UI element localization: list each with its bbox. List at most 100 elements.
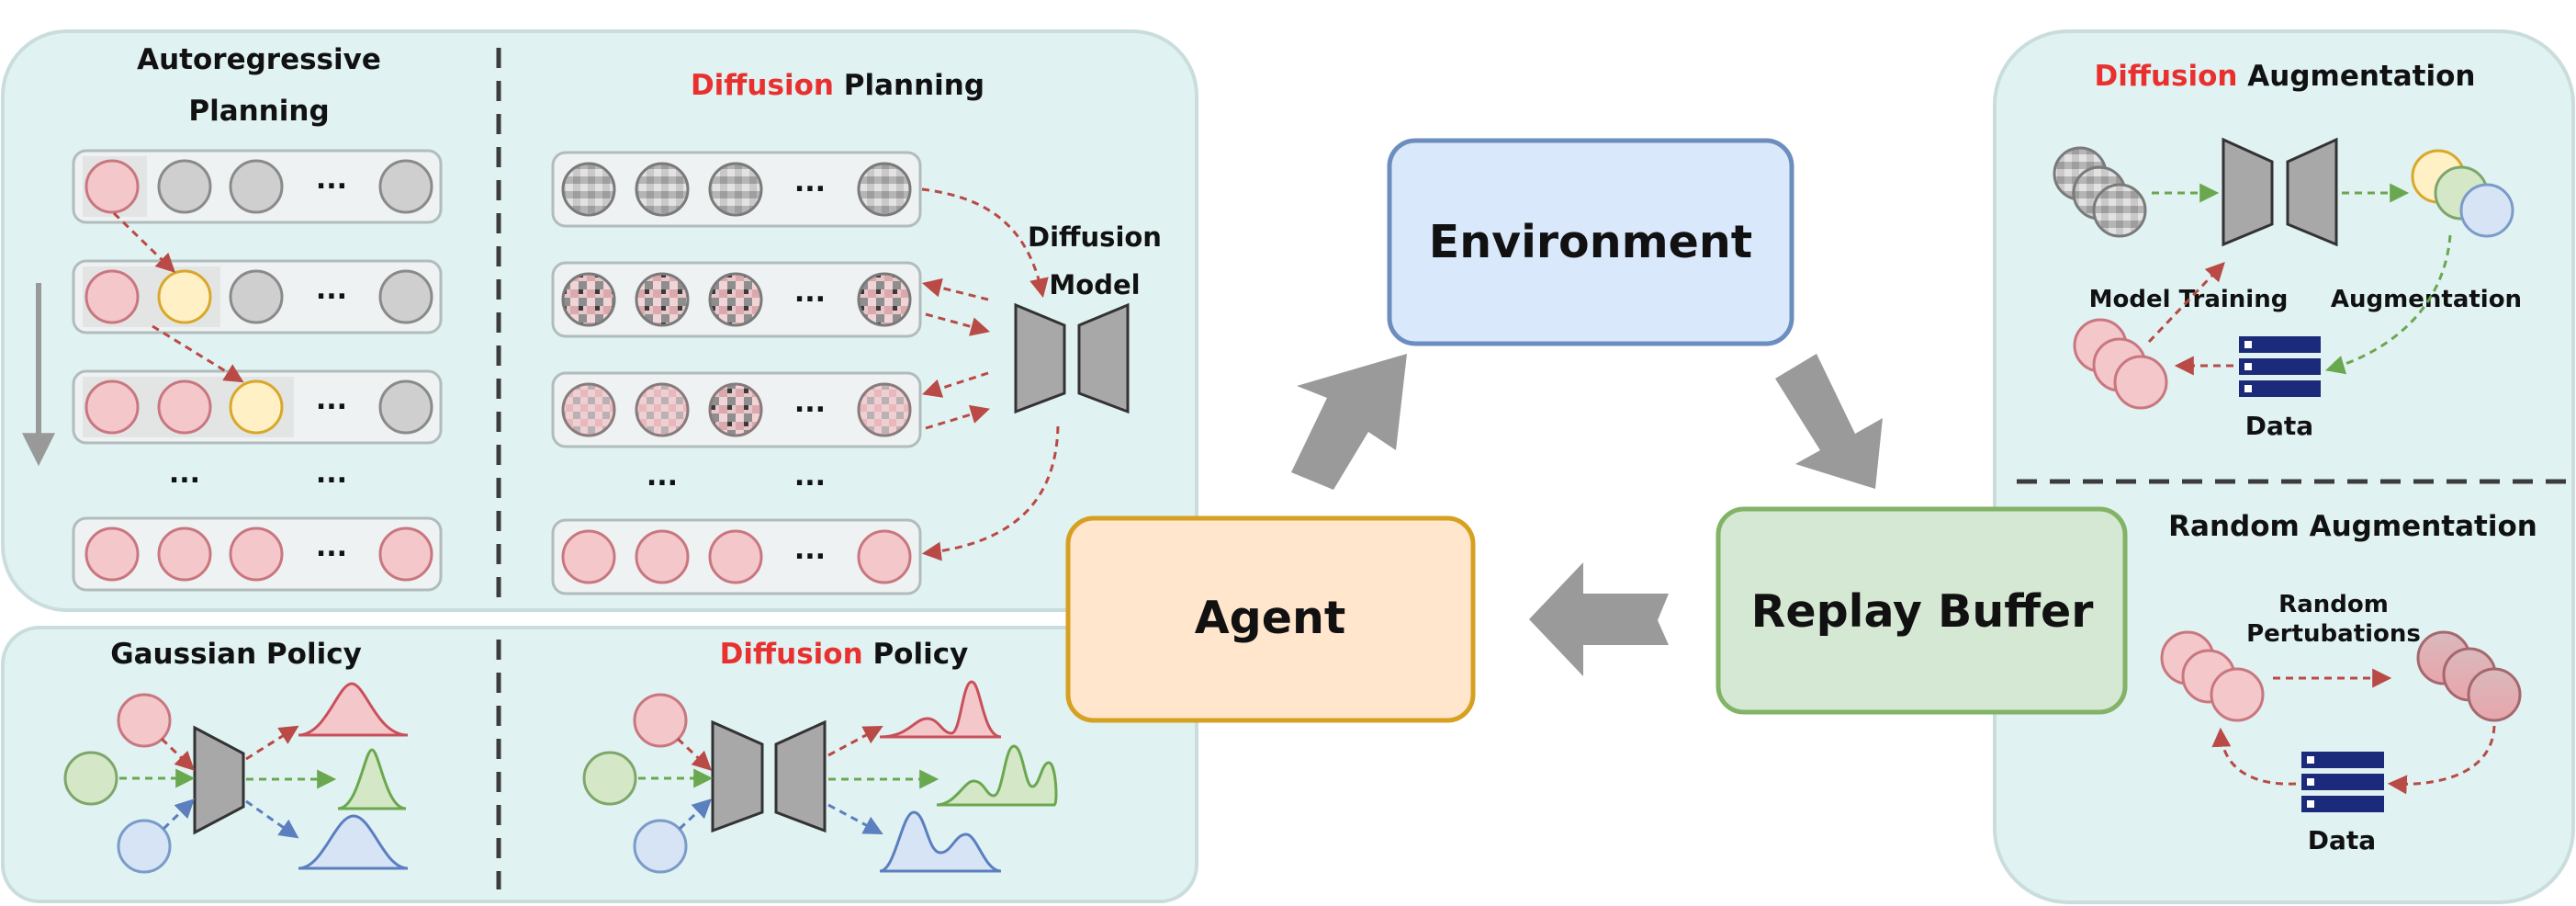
state-node (157, 159, 212, 214)
diffusion-model-label-line2: Model (1049, 269, 1140, 300)
ellipsis: ... (794, 166, 826, 198)
input-node (117, 819, 172, 874)
state-node (561, 529, 616, 584)
random-augmentation-title: Random Augmentation (2168, 510, 2537, 543)
data-stack-icon (2239, 336, 2321, 397)
step-arrow (152, 324, 244, 383)
step-arrow (112, 211, 176, 273)
state-node (157, 269, 212, 324)
state-node (84, 159, 140, 214)
block-arrow-icon (1529, 562, 1669, 676)
diffusion-policy-diagram (582, 680, 1058, 874)
real-samples-icon (2073, 318, 2168, 410)
input-node (63, 751, 118, 806)
state-node (157, 527, 212, 582)
state-node (708, 529, 763, 584)
state-node (857, 529, 912, 584)
diffusion-flow-arrows (921, 187, 1060, 561)
noise-node-icon (857, 272, 912, 327)
generated-samples-icon (2411, 149, 2514, 238)
multimodal-curve-icon (879, 810, 1002, 873)
perturbed-samples-icon (2416, 630, 2522, 722)
ellipsis: ... (169, 458, 200, 490)
agent-box (1065, 515, 1476, 723)
encoder-icon (193, 725, 245, 835)
diffusion-sequences: ... ... ... ... ... ... (551, 151, 922, 595)
diffusion-augmentation-title: Diffusion Augmentation (2095, 60, 2476, 93)
ellipsis: ... (316, 384, 347, 416)
noise-node-icon (635, 162, 690, 217)
gaussian-curve-icon (298, 814, 409, 870)
diffusion-model-label-line1: Diffusion (1028, 221, 1162, 253)
state-node (84, 269, 140, 324)
state-node (229, 527, 284, 582)
noise-node-icon (561, 272, 616, 327)
noise-node-icon (857, 162, 912, 217)
autoregressive-title-line1: Autoregressive (137, 43, 381, 76)
state-node (378, 527, 433, 582)
environment-box (1387, 138, 1794, 346)
ellipsis: ... (794, 277, 826, 309)
agent-label: Agent (1195, 592, 1346, 644)
ellipsis: ... (647, 460, 678, 493)
real-samples-icon (2160, 630, 2265, 722)
block-arrow-icon (1291, 354, 1407, 490)
state-node (378, 269, 433, 324)
noisy-stack-icon (2053, 146, 2147, 238)
ellipsis: ... (794, 387, 826, 419)
noise-node-icon (561, 162, 616, 217)
random-augmentation-diagram: Random Pertubations Data (2160, 591, 2522, 855)
data-stack-icon (2301, 752, 2384, 812)
encoder-decoder-icon (1014, 302, 1130, 414)
state-node (378, 379, 433, 435)
noise-node-icon (857, 382, 912, 437)
state-node (229, 379, 284, 435)
state-node (84, 527, 140, 582)
noise-node-icon (708, 162, 763, 217)
augmentation-panel (1993, 29, 2575, 904)
noise-node-icon (708, 382, 763, 437)
gaussian-policy-title: Gaussian Policy (110, 638, 362, 671)
state-node (84, 379, 140, 435)
diffusion-policy-title: Diffusion Policy (720, 638, 969, 671)
state-node (157, 379, 212, 435)
data-label: Data (2308, 825, 2376, 855)
block-arrow-icon (1775, 354, 1883, 489)
input-node (633, 819, 688, 874)
replay-buffer-box (1715, 506, 2128, 715)
random-perturbations-line1: Random (2278, 591, 2389, 618)
replay-buffer-label: Replay Buffer (1751, 585, 2095, 638)
gaussian-curve-icon (298, 682, 409, 737)
encoder-decoder-icon (2222, 137, 2338, 247)
multimodal-curve-icon (879, 680, 1002, 739)
ellipsis: ... (316, 164, 347, 196)
noise-node-icon (635, 272, 690, 327)
data-label: Data (2245, 411, 2313, 441)
input-node (117, 693, 172, 748)
state-node (229, 269, 284, 324)
gaussian-policy-diagram (63, 682, 409, 874)
state-node (378, 159, 433, 214)
ellipsis: ... (316, 458, 347, 490)
random-perturbations-line2: Pertubations (2246, 620, 2421, 648)
state-node (229, 159, 284, 214)
ellipsis: ... (794, 534, 826, 566)
ellipsis: ... (316, 274, 347, 306)
diffusion-augmentation-diagram: Model Training Augmentation Data (2053, 137, 2522, 441)
gaussian-curve-icon (337, 748, 407, 810)
ellipsis: ... (794, 460, 826, 493)
state-node (635, 529, 690, 584)
ellipsis: ... (316, 531, 347, 563)
diffusion-planning-title: Diffusion Planning (691, 69, 984, 102)
noise-node-icon (561, 382, 616, 437)
input-node (633, 693, 688, 748)
noise-node-icon (708, 272, 763, 327)
autoregressive-sequences: ... ... ... ... ... ... (22, 149, 443, 592)
augmentation-label: Augmentation (2331, 286, 2522, 313)
noise-node-icon (635, 382, 690, 437)
environment-label: Environment (1429, 216, 1752, 268)
autoregressive-title-line2: Planning (188, 95, 329, 128)
multimodal-curve-icon (936, 744, 1058, 807)
input-node (582, 751, 637, 806)
